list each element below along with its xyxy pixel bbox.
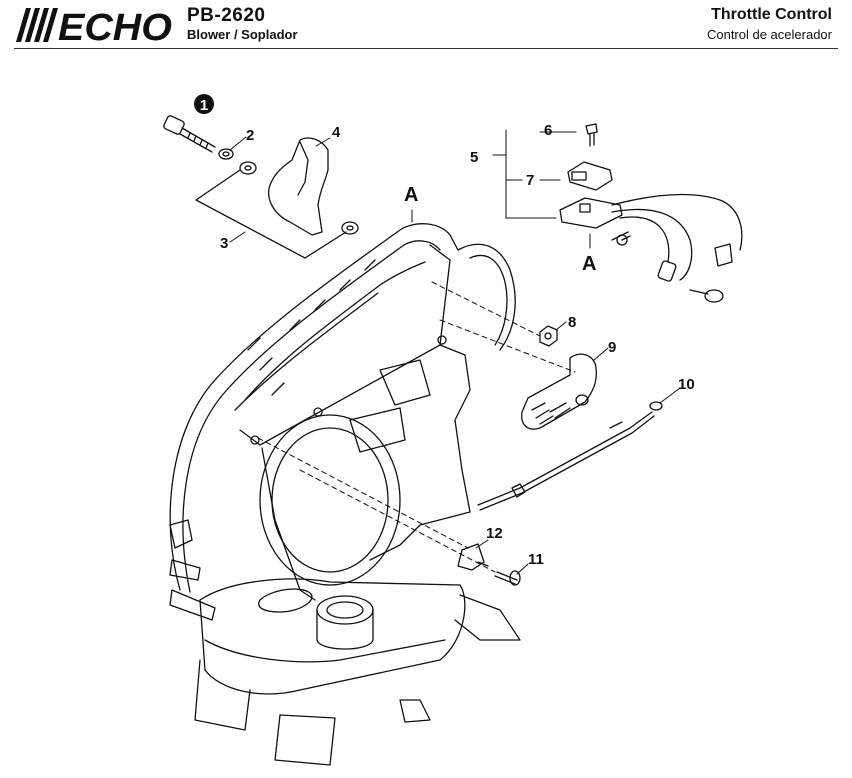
blower-frame	[169, 223, 521, 766]
model-number: PB-2620	[187, 5, 266, 26]
bolt-part	[163, 115, 216, 153]
section-subtitle: Control de acelerador	[706, 27, 832, 42]
cable-clamp-part	[457, 543, 489, 571]
throttle-lever-part	[268, 137, 329, 236]
washer-part	[218, 148, 234, 160]
assembly-leader-lines	[257, 281, 576, 573]
callout-9: 9	[608, 339, 616, 356]
reference-a-switch: A	[582, 253, 596, 275]
washer-pair-part	[195, 161, 359, 259]
stop-switch-part	[559, 123, 743, 303]
echo-logo: ECHO	[16, 7, 172, 44]
page-header: ECHO PB-2620 Blower / Soplador Throttle …	[0, 0, 852, 50]
callout-1: 1	[200, 97, 208, 114]
product-subtitle: Blower / Soplador	[187, 27, 298, 42]
callout-11: 11	[528, 551, 544, 568]
brand-wordmark: ECHO	[58, 7, 172, 44]
callout-12: 12	[486, 525, 503, 542]
callout-7: 7	[526, 172, 534, 189]
callout-8: 8	[568, 314, 576, 331]
throttle-cable-part	[477, 401, 663, 511]
throttle-trigger-part	[521, 353, 597, 430]
callout-10: 10	[678, 376, 695, 393]
header-divider	[14, 48, 838, 49]
callout-2: 2	[246, 127, 254, 144]
callout-1-badge: 1	[194, 94, 214, 114]
screw-part	[494, 570, 521, 586]
callout-5: 5	[470, 149, 478, 166]
callout-4: 4	[332, 124, 341, 141]
nut-part	[539, 325, 558, 347]
callout-leaders	[229, 129, 681, 575]
callout-6: 6	[544, 122, 552, 139]
reference-a-top: A	[404, 184, 418, 206]
section-title: Throttle Control	[711, 6, 832, 23]
callout-3: 3	[220, 235, 228, 252]
